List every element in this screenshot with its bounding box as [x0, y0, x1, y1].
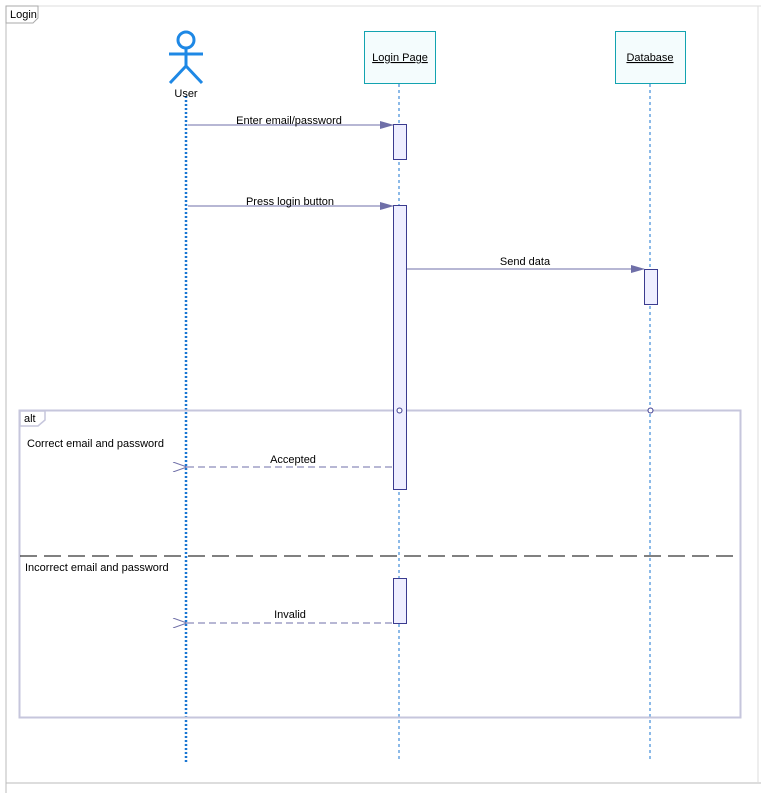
message-label: Send data [500, 256, 551, 268]
fragment-lifeline-marker [396, 407, 403, 414]
participant-database: Database [615, 31, 686, 84]
message-label: Invalid [274, 609, 306, 621]
fragment-lifeline-marker [647, 407, 654, 414]
message-label: Accepted [270, 454, 316, 466]
actor-user-label: User [174, 88, 198, 100]
guard-correct-credentials: Correct email and password [27, 438, 164, 450]
activation-bar [393, 124, 407, 160]
activation-bar [393, 578, 407, 624]
frame-title-tab: Login [5, 5, 39, 24]
message-label: Enter email/password [236, 115, 342, 127]
diagram-frame [5, 5, 761, 793]
participant-database-label: Database [626, 52, 673, 64]
alt-fragment: alt Correct email and password Incorrect… [18, 409, 742, 719]
activation-bar [644, 269, 658, 305]
alt-operator-label: alt [24, 413, 36, 425]
activation-bar [393, 205, 407, 490]
actor-user-icon [168, 30, 204, 85]
message-label: Press login button [246, 196, 334, 208]
participant-login-page: Login Page [364, 31, 436, 84]
guard-incorrect-credentials: Incorrect email and password [25, 562, 169, 574]
participant-login-page-label: Login Page [372, 52, 428, 64]
frame-title: Login [10, 9, 37, 21]
